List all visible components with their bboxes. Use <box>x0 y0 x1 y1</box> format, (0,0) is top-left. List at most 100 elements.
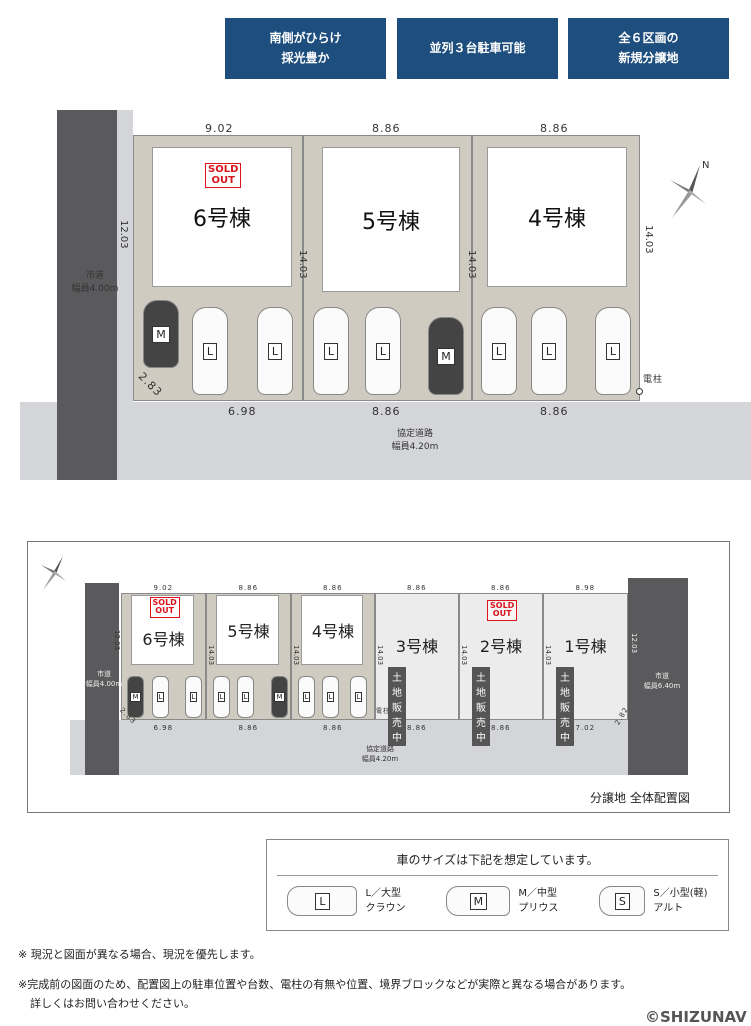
dimension: 12.03 <box>630 633 638 654</box>
dimension: 14.03 <box>544 645 552 666</box>
car-icon: M <box>446 886 511 916</box>
dimension: 8.86 <box>323 724 343 732</box>
dimension: 8.98 <box>575 584 596 592</box>
dimension: 8.86 <box>238 724 259 732</box>
house <box>301 595 363 665</box>
land-for-sale-badge: 土地販売中 <box>388 667 406 746</box>
dimension: 14.03 <box>643 225 654 254</box>
compass-icon <box>41 556 66 590</box>
car-size-label: M／中型 <box>518 888 558 899</box>
lot-label: 6号棟 <box>142 630 185 649</box>
car-l: L <box>257 307 293 395</box>
private-road-label: 協定道路 幅員4.20m <box>361 745 399 763</box>
legend-item: S S／小型(軽) アルト <box>599 886 708 916</box>
right-road-label: 市道 幅員6.40m <box>643 672 681 690</box>
dimension: 9.02 <box>153 584 174 592</box>
car-icon: S <box>599 886 646 916</box>
car-l: L <box>531 307 567 395</box>
land-for-sale-badge: 土地販売中 <box>556 667 574 746</box>
dimension: 8.86 <box>491 584 511 592</box>
car-l: L <box>350 676 367 718</box>
land-for-sale-badge: 土地販売中 <box>472 667 490 746</box>
utility-pole-label: 電柱 <box>376 708 391 715</box>
lot-label: 5号棟 <box>227 622 270 641</box>
car-l: L <box>595 307 631 395</box>
left-road-label: 市道 幅員4.00m <box>85 670 123 688</box>
car-l: L <box>322 676 339 718</box>
dimension: 12.03 <box>113 630 121 651</box>
car-l: L <box>298 676 315 718</box>
dimension: 8.86 <box>323 584 343 592</box>
overall-site-plan <box>27 541 730 813</box>
dimension: 8.86 <box>540 405 569 418</box>
overall-left-road <box>85 583 119 775</box>
car-l: L <box>213 676 230 718</box>
car-size-label: L／大型 <box>365 888 402 899</box>
dimension: 14.03 <box>376 645 384 666</box>
car-m: M <box>271 676 288 718</box>
car-m: M <box>428 317 464 395</box>
overall-right-road <box>628 578 688 775</box>
private-road <box>20 402 751 480</box>
dimension: 12.03 <box>118 220 129 249</box>
dimension: 8.86 <box>540 122 569 135</box>
city-road <box>57 110 117 480</box>
dimension: 14.03 <box>460 645 468 666</box>
lot-label: 4号棟 <box>311 622 355 641</box>
dimension: 14.03 <box>466 250 477 279</box>
car-l: L <box>365 307 401 395</box>
house <box>216 595 279 665</box>
copyright: ©SHIZUNAV <box>645 1008 747 1026</box>
utility-pole-icon <box>636 388 643 395</box>
car-size-label: S／小型(軽) <box>653 888 708 899</box>
overall-plan-title: 分譲地 全体配置図 <box>590 791 690 805</box>
car-l: L <box>237 676 254 718</box>
dimension: 14.03 <box>297 250 308 279</box>
legend-item: L L／大型クラウン <box>287 886 405 916</box>
dimension: 6.98 <box>228 405 257 418</box>
lot-label: 2号棟 <box>479 637 523 656</box>
car-l: L <box>192 307 228 395</box>
house-label: 5号棟 <box>362 209 420 235</box>
svg-text:N: N <box>702 160 709 171</box>
legend-item: M M／中型プリウス <box>446 886 558 916</box>
note: 詳しくはお問い合わせください。 <box>30 997 195 1010</box>
dimension: 8.86 <box>407 724 427 732</box>
lot-label: 3号棟 <box>395 637 439 656</box>
car-l: L <box>152 676 169 718</box>
house-label: 4号棟 <box>528 207 586 232</box>
house-label: 6号棟 <box>193 207 251 232</box>
dimension: 8.86 <box>238 584 259 592</box>
car-icon: L <box>287 886 358 916</box>
car-model-label: プリウス <box>518 903 559 914</box>
dimension: 8.86 <box>407 584 427 592</box>
compass-icon: N <box>670 160 709 218</box>
feature-badge-lots: 全６区画の 新規分譲地 <box>568 18 729 79</box>
legend-title: 車のサイズは下記を想定しています。 <box>396 853 599 867</box>
dimension: 7.02 <box>575 724 596 732</box>
private-road-label: 協定道路 幅員4.20m <box>391 429 439 452</box>
dimension: 8.86 <box>491 724 511 732</box>
car-m: M <box>143 300 179 368</box>
note: ※完成前の図面のため、配置図上の駐車位置や台数、電柱の有無や位置、境界ブロックな… <box>18 978 632 991</box>
car-model-label: アルト <box>653 903 684 914</box>
dimension: 8.86 <box>372 405 401 418</box>
dimension: 14.03 <box>292 645 300 666</box>
road-shoulder <box>117 110 133 480</box>
feature-badge-parking: 並列３台駐車可能 <box>397 18 558 79</box>
overall-private-road <box>70 720 688 775</box>
house-4: 4号棟 <box>487 147 627 287</box>
dimension: 8.86 <box>372 122 401 135</box>
car-size-legend: 車のサイズは下記を想定しています。 L L／大型クラウン M M／中型プリウス … <box>266 839 729 931</box>
feature-badge-lighting: 南側がひらけ 採光豊か <box>225 18 386 79</box>
dimension: 6.98 <box>153 724 174 732</box>
dimension: 14.03 <box>207 645 215 666</box>
house-5: 5号棟 <box>322 147 460 292</box>
car-model-label: クラウン <box>365 903 406 914</box>
car-l: L <box>185 676 202 718</box>
dimension: 9.02 <box>205 122 234 135</box>
city-road-label: 市道 幅員4.00m <box>71 271 119 294</box>
